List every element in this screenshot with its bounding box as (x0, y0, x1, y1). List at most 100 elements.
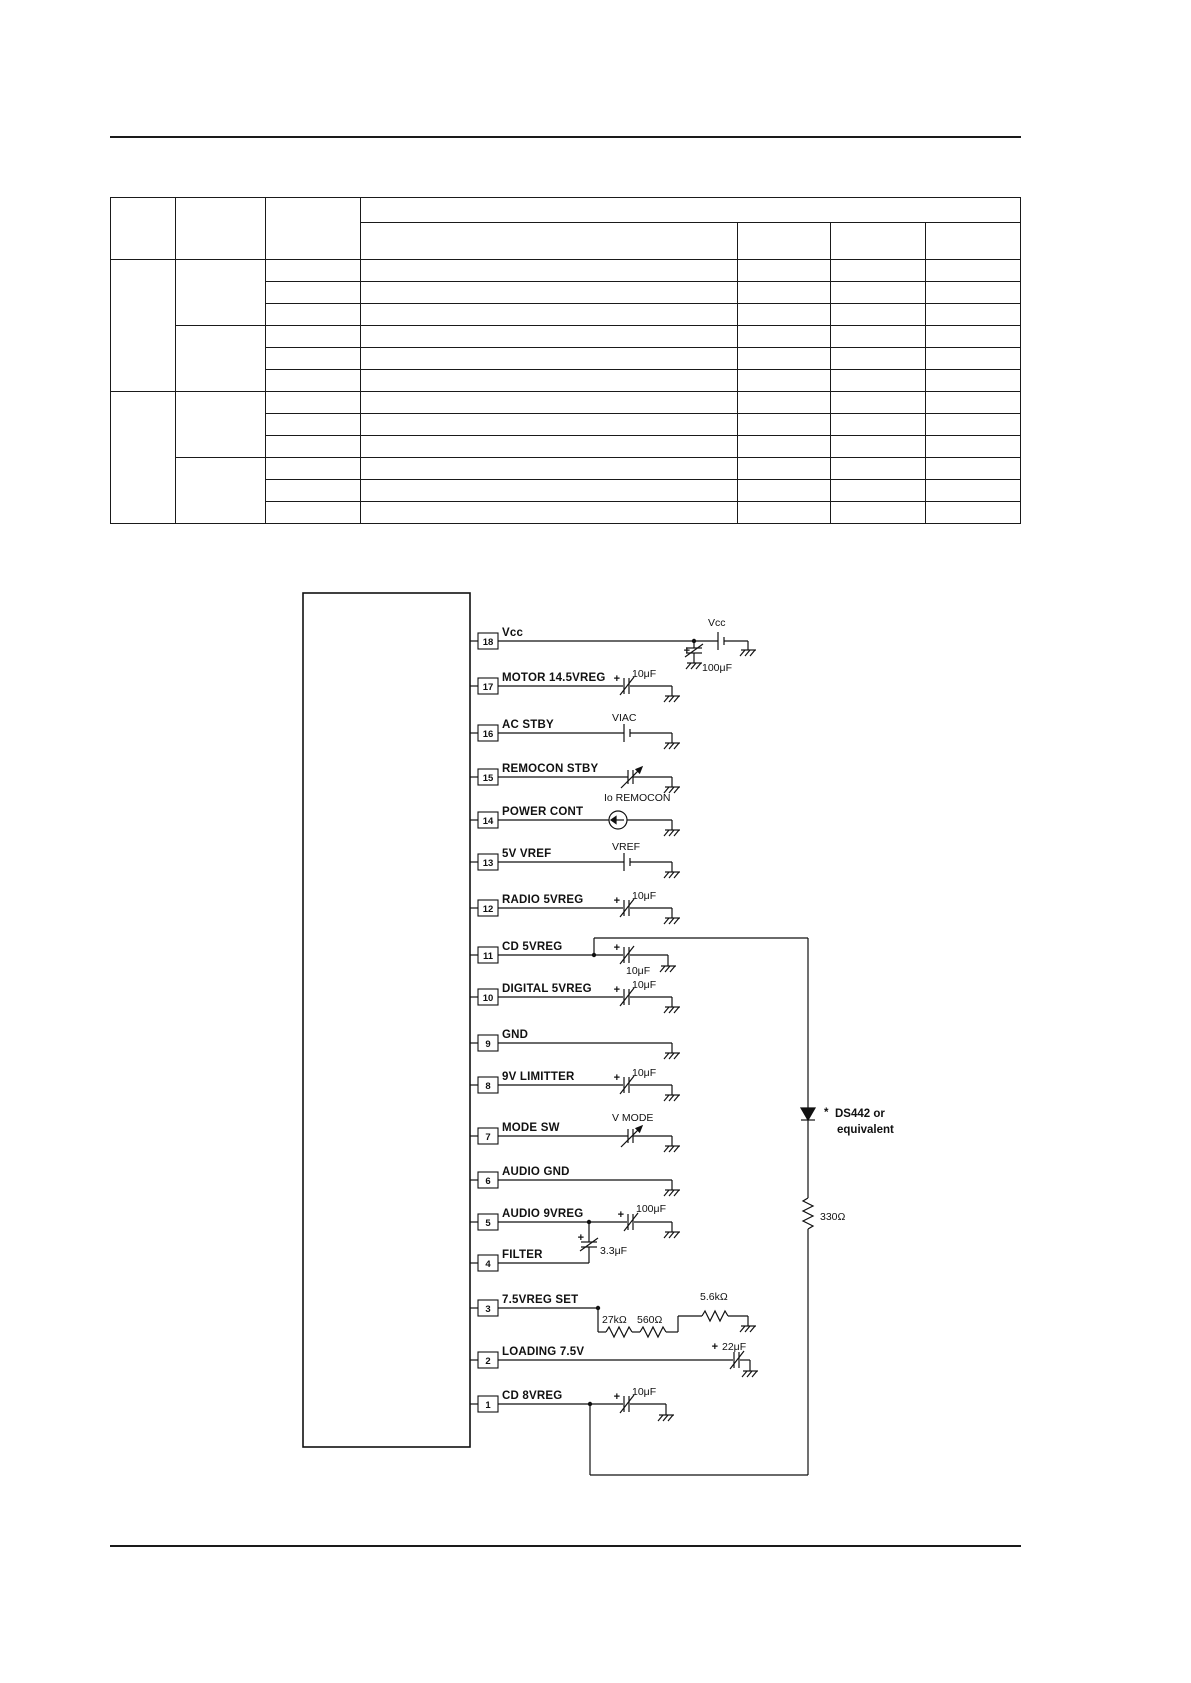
polarity-plus: + (614, 673, 620, 685)
battery-icon (623, 723, 631, 743)
table-row (111, 413, 1021, 436)
ground-icon (663, 1227, 681, 1239)
ground-icon (663, 1002, 681, 1014)
pin-label: MODE SW (502, 1122, 560, 1134)
ground-icon (739, 645, 757, 657)
pin-number: 15 (483, 773, 494, 784)
diode-note-line2: equivalent (837, 1124, 894, 1136)
ground-icon (663, 1090, 681, 1102)
polarity-plus: + (614, 984, 620, 996)
cap-value: 10μF (632, 1067, 656, 1079)
polarity-plus: + (614, 895, 620, 907)
top-rule (110, 136, 1021, 138)
pin-label: AUDIO 9VREG (502, 1208, 583, 1220)
pin-16: 16 AC STBY VIAC (470, 712, 681, 750)
pin-number: 13 (483, 858, 494, 869)
pin-number: 4 (485, 1259, 491, 1270)
pin-label: CD 8VREG (502, 1390, 562, 1402)
pin-6: 6 AUDIO GND (470, 1166, 681, 1197)
pin-label: Vcc (502, 627, 523, 639)
polarity-plus: + (712, 1341, 718, 1353)
pin-7: 7 MODE SW V MODE (470, 1112, 681, 1153)
polarity-plus: + (684, 645, 690, 657)
pin-number: 12 (483, 904, 494, 915)
pin-number: 9 (485, 1039, 490, 1050)
pin-15: 15 REMOCON STBY Io REMOCON (470, 763, 681, 804)
ground-icon (659, 961, 677, 973)
resistor-icon (701, 1309, 729, 1323)
pin-9: 9 GND (470, 1029, 681, 1060)
diode-note-star: * (824, 1107, 829, 1119)
pin-label: LOADING 7.5V (502, 1346, 584, 1358)
polarity-plus: + (614, 942, 620, 954)
pin-13: 13 5V VREF VREF (470, 841, 681, 879)
pin-18: 18 Vcc + 100μF Vcc (470, 617, 757, 674)
application-circuit-diagram: 18 Vcc + 100μF Vcc 17 (302, 592, 894, 1476)
spec-table (110, 197, 1021, 524)
resistor-value: 560Ω (637, 1314, 663, 1326)
resistor-value: 5.6kΩ (700, 1291, 728, 1303)
table-row (111, 325, 1021, 392)
pin-11: 11 CD 5VREG + 10μF (470, 937, 808, 977)
pin-number: 11 (483, 951, 494, 962)
table-row (110, 391, 1021, 524)
pin-17: 17 MOTOR 14.5VREG + 10μF (470, 668, 681, 703)
cap-value: 10μF (626, 965, 650, 977)
polarity-plus: + (578, 1232, 584, 1244)
diode-note-line1: DS442 or (835, 1108, 885, 1120)
pin-3: 3 7.5VREG SET 27kΩ 560Ω 5.6kΩ (470, 1291, 757, 1339)
source-label: Io REMOCON (604, 792, 671, 804)
resistor-icon (605, 1325, 633, 1339)
pin-number: 6 (485, 1176, 490, 1187)
pin-label: POWER CONT (502, 806, 583, 818)
ic-body (302, 592, 471, 1448)
resistor-icon (801, 1197, 815, 1230)
pin-label: 9V LIMITTER (502, 1071, 575, 1083)
pin-number: 2 (485, 1356, 490, 1367)
pin-1: 1 CD 8VREG + 10μF (470, 1386, 675, 1475)
pin-8: 8 9V LIMITTER + 10μF (470, 1067, 681, 1102)
ground-icon (739, 1321, 757, 1333)
table-row (111, 479, 1021, 502)
battery-icon (623, 852, 631, 872)
current-source-icon (608, 810, 628, 830)
pin-label: 5V VREF (502, 848, 551, 860)
pin-14: 14 POWER CONT (470, 806, 681, 837)
ground-icon (663, 1048, 681, 1060)
table-row (111, 303, 1021, 326)
ground-icon (663, 1141, 681, 1153)
pin-label: REMOCON STBY (502, 763, 598, 775)
supply-label: Vcc (708, 617, 726, 629)
polarity-plus: + (614, 1072, 620, 1084)
cap-value: 100μF (702, 662, 732, 674)
cap-value: 10μF (632, 890, 656, 902)
pin-label: GND (502, 1029, 528, 1041)
pin-number: 10 (483, 993, 494, 1004)
cap-value: 22μF (722, 1341, 746, 1353)
ground-icon (741, 1366, 759, 1378)
pin-4: 4 FILTER + 3.3μF (470, 1232, 627, 1272)
diode-branch: * DS442 or equivalent 330Ω (590, 938, 894, 1476)
resistor-icon (639, 1325, 667, 1339)
pin-number: 16 (483, 729, 494, 740)
ground-icon (657, 1410, 675, 1422)
pin-2: 2 LOADING 7.5V + 22μF (470, 1341, 759, 1378)
ground-icon (663, 867, 681, 879)
resistor-value: 27kΩ (602, 1314, 627, 1326)
table-row (110, 259, 1021, 392)
ground-icon (685, 658, 703, 670)
pin-label: AC STBY (502, 719, 554, 731)
polarity-plus: + (614, 1391, 620, 1403)
cap-value: 10μF (632, 668, 656, 680)
resistor-value: 330Ω (820, 1211, 846, 1223)
pin-label: AUDIO GND (502, 1166, 570, 1178)
pin-10: 10 DIGITAL 5VREG + 10μF (470, 979, 681, 1014)
pin-label: RADIO 5VREG (502, 894, 583, 906)
ground-icon (663, 691, 681, 703)
polarity-plus: + (618, 1209, 624, 1221)
pin-number: 5 (485, 1218, 491, 1229)
source-label: VREF (612, 841, 640, 853)
pin-number: 3 (485, 1304, 490, 1315)
source-label: VIAC (612, 712, 637, 724)
